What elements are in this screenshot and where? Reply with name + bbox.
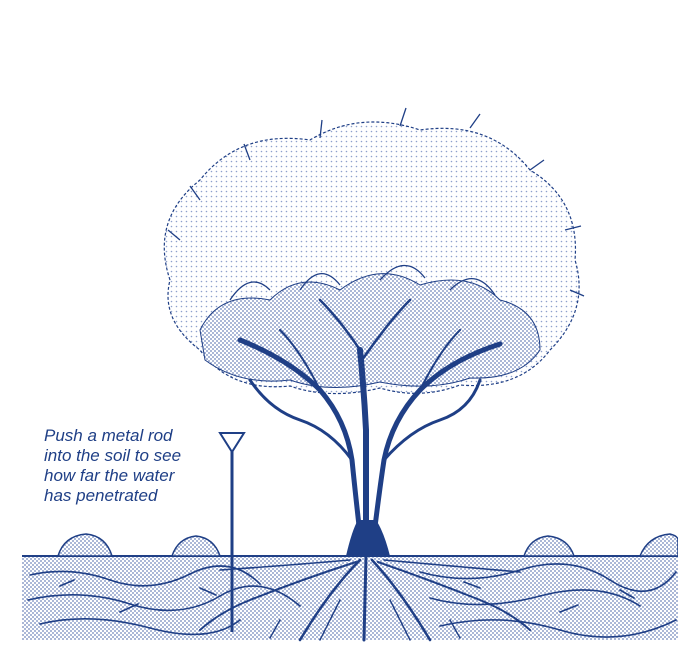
caption-line-3: how far the water [44, 466, 244, 486]
caption-line-2: into the soil to see [44, 446, 244, 466]
rod-instruction-caption: Push a metal rod into the soil to see ho… [44, 426, 244, 506]
shrub-mound-center-left [172, 536, 220, 556]
caption-line-4: has penetrated [44, 486, 244, 506]
caption-line-1: Push a metal rod [44, 426, 244, 446]
shrub-mound-left [58, 534, 112, 556]
trunk-base [346, 520, 390, 556]
shrub-mound-right [524, 536, 574, 556]
shrub-mound-far-right [640, 534, 678, 556]
soil-cross-section [22, 556, 678, 640]
tree-canopy [164, 108, 584, 394]
